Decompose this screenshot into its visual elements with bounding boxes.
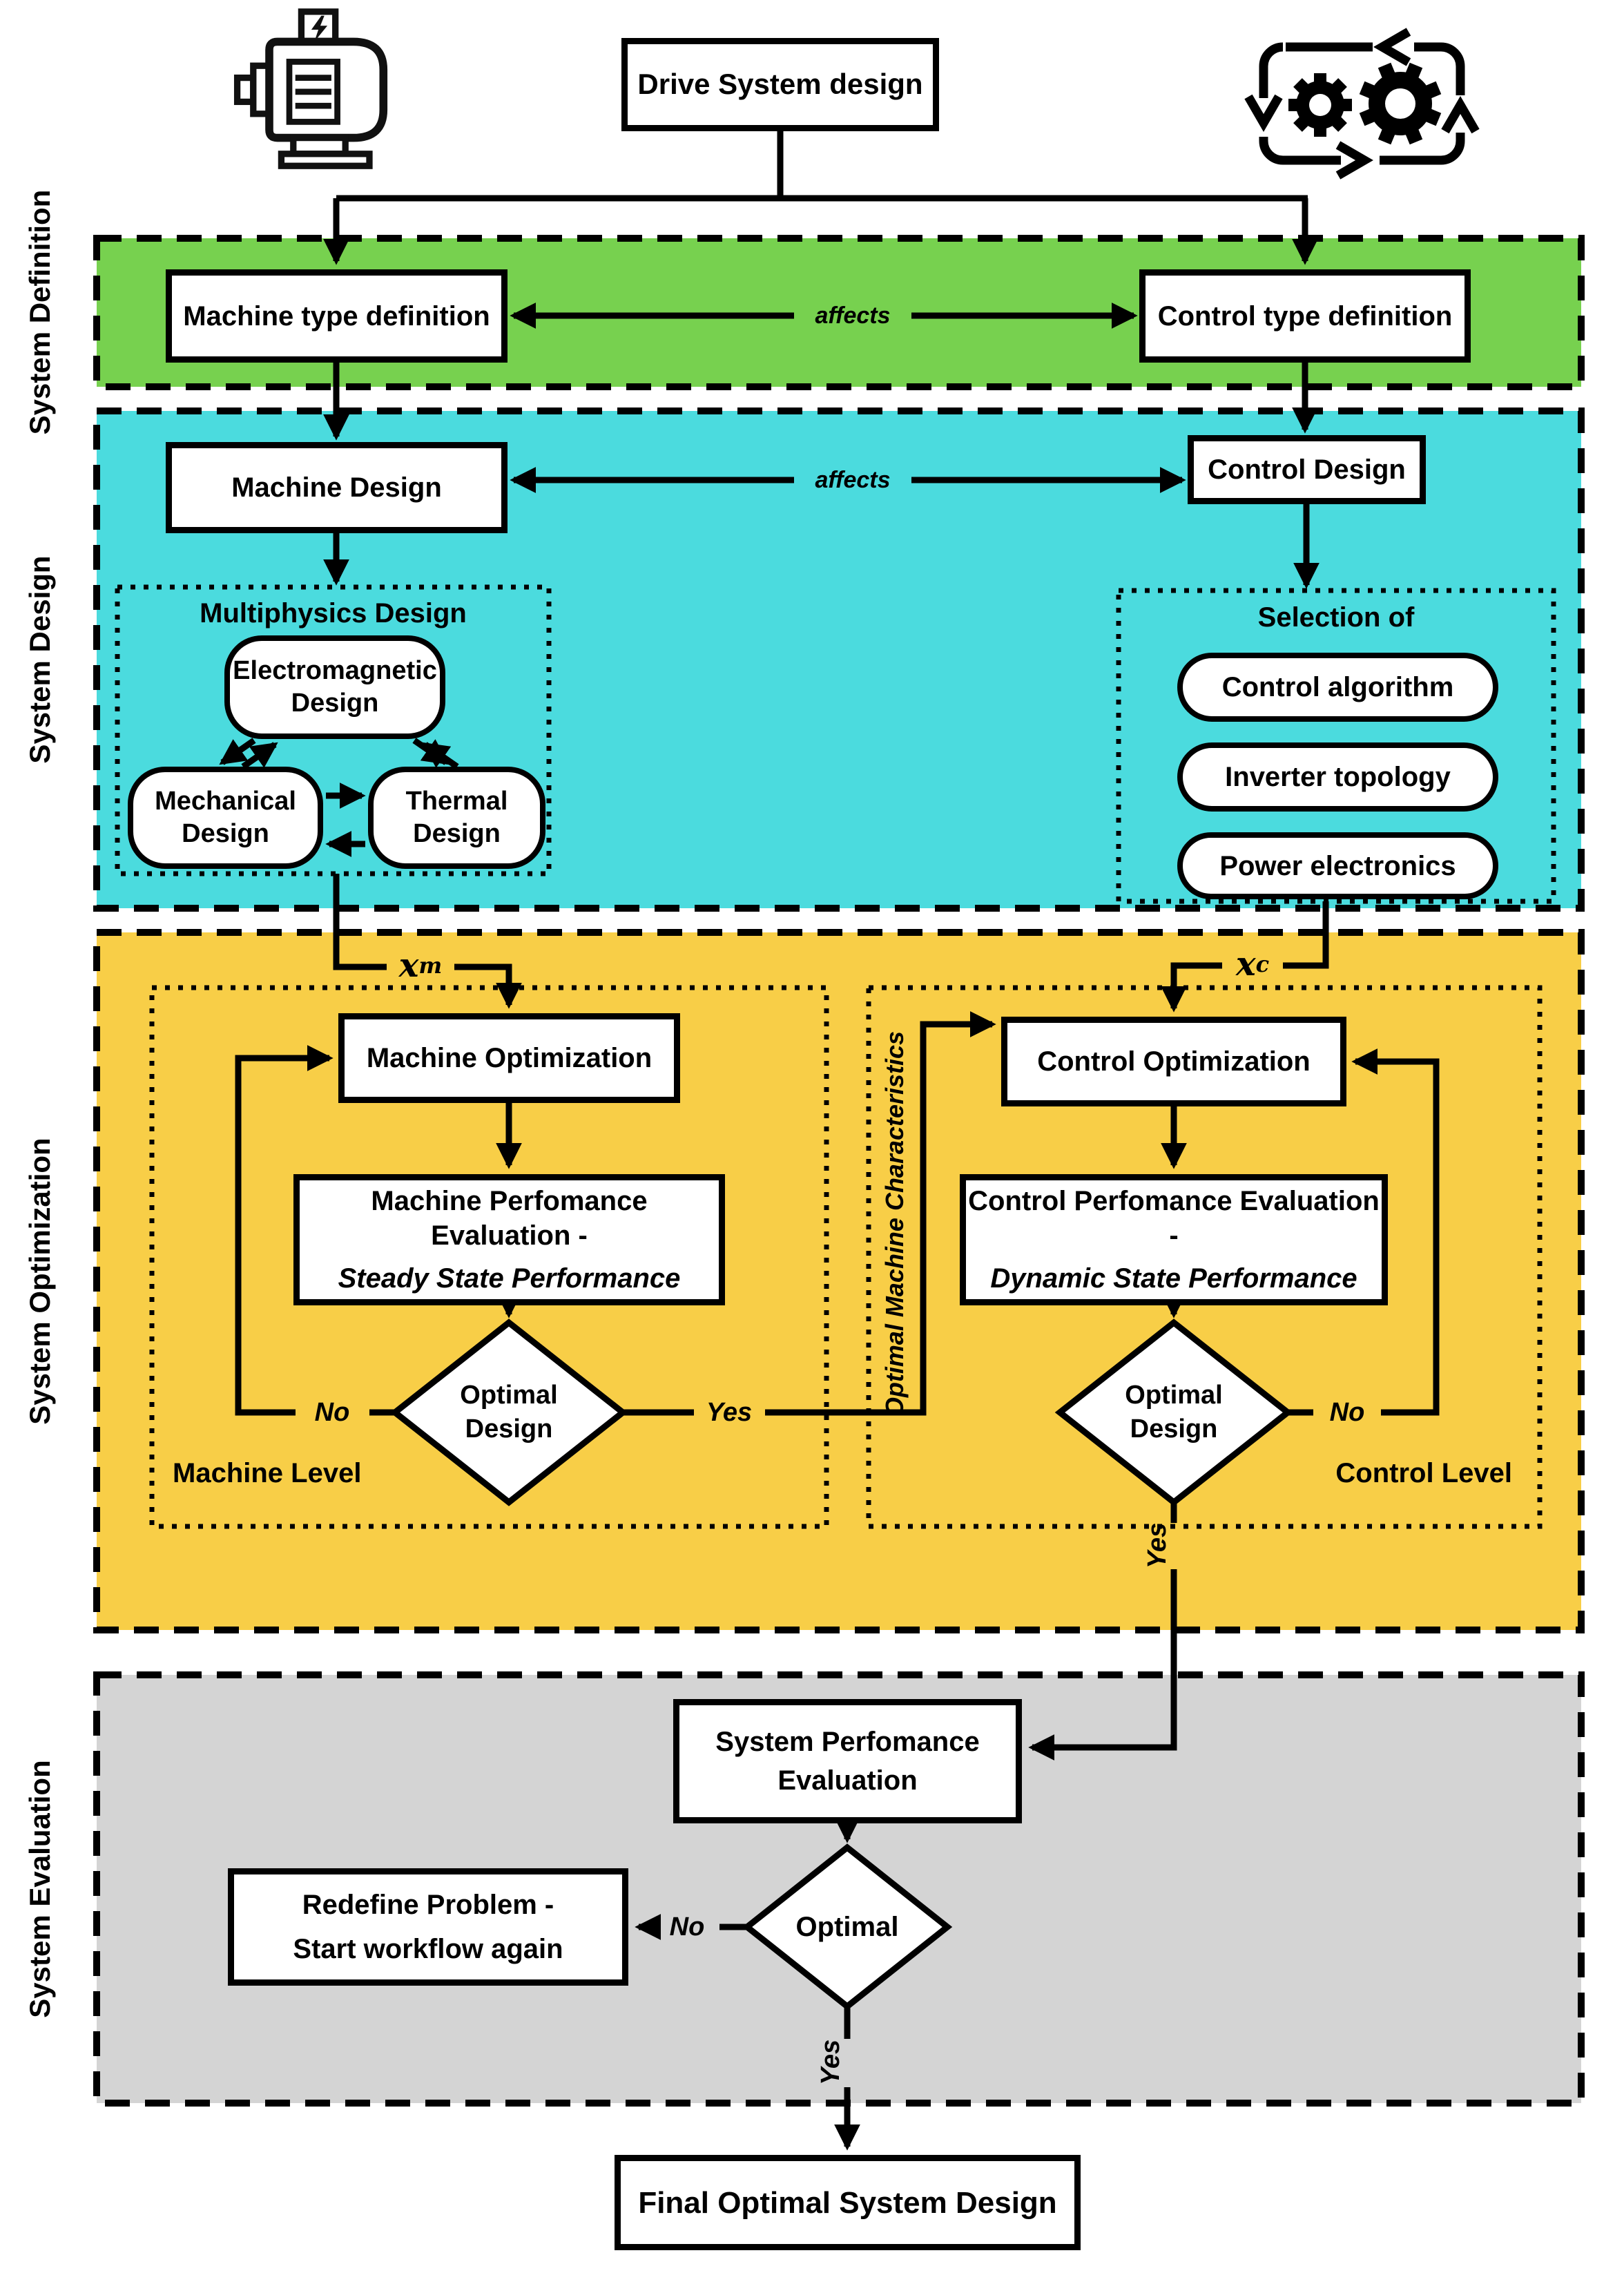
xc-base: x — [1235, 945, 1256, 984]
machine-yes-to-controlopt — [765, 1011, 996, 1416]
machine-no-loop — [235, 1045, 334, 1416]
control-yes-label: Yes — [1142, 1522, 1172, 1569]
band-label-system-design: System Design — [23, 555, 56, 764]
multiphysics-title: Multiphysics Design — [200, 597, 467, 629]
mechanical-design-node: Mechanical Design — [128, 767, 323, 869]
control-optimization-box: Control Optimization — [1001, 1017, 1346, 1106]
xm-sub: m — [418, 952, 443, 979]
flow-arrows — [219, 131, 1440, 2151]
machine-type-definition-box: Machine type definition — [166, 269, 508, 363]
drive-system-design-box: Drive System design — [621, 38, 939, 131]
electric-motor-icon — [233, 8, 388, 169]
xm-line-left — [333, 874, 387, 970]
decision-diamonds — [389, 1318, 1293, 2011]
control-optimal-design-label: Optimal Design — [1105, 1371, 1243, 1454]
system-performance-evaluation-box: System Perfomance Evaluation — [673, 1699, 1022, 1823]
thermal-line1: Thermal — [405, 786, 508, 816]
control-optimal-design-diamond — [1054, 1318, 1293, 1506]
affects-label-definition: affects — [815, 302, 891, 329]
machine-level-title: Machine Level — [173, 1457, 362, 1488]
power-electronics-pill: Power electronics — [1177, 832, 1498, 899]
electromagnetic-line1: Electromagnetic — [233, 655, 437, 685]
machine-yes-label: Yes — [706, 1397, 753, 1427]
control-no-loop — [1351, 1048, 1440, 1416]
mechanical-line1: Mechanical — [155, 786, 296, 816]
machine-eval-line2: Steady State Performance — [338, 1263, 681, 1294]
machine-optimization-box: Machine Optimization — [338, 1013, 680, 1103]
process-cycle-gears-icon — [1244, 28, 1480, 180]
control-level-title: Control Level — [1335, 1457, 1512, 1488]
system-yes-label: Yes — [815, 2039, 845, 2086]
machine-level-group-box — [149, 985, 829, 1529]
inverter-topology-pill: Inverter topology — [1177, 742, 1498, 812]
control-design-box: Control Design — [1188, 435, 1426, 504]
final-optimal-system-design-box: Final Optimal System Design — [615, 2155, 1081, 2250]
control-eval-line1: Control Perfomance Evaluation - — [968, 1186, 1380, 1251]
system-optimal-label: Optimal — [778, 1905, 916, 1949]
redefine-line2: Start workflow again — [293, 1934, 563, 1964]
arrow-thermal-to-em — [422, 742, 459, 769]
redefine-problem-box: Redefine Problem - Start workflow again — [228, 1868, 628, 1986]
electromagnetic-design-node: Electromagnetic Design — [224, 635, 445, 739]
machine-eval-line1: Machine Perfomance Evaluation - — [371, 1186, 648, 1251]
selection-title: Selection of — [1257, 602, 1415, 633]
control-decision-line1: Optimal — [1125, 1380, 1223, 1410]
control-decision-line2: Design — [1130, 1414, 1218, 1444]
machine-optimal-design-label: Optimal Design — [440, 1371, 578, 1454]
selection-group-box — [1116, 588, 1556, 904]
control-eval-line2: Dynamic State Performance — [990, 1263, 1357, 1294]
machine-decision-line2: Design — [465, 1414, 553, 1444]
machine-optimal-design-diamond — [389, 1318, 628, 1506]
band-label-system-optimization: System Optimization — [23, 1138, 56, 1425]
band-label-system-evaluation: System Evaluation — [23, 1760, 56, 2018]
xc-sub: c — [1255, 951, 1270, 977]
arrow-mechanical-to-em — [241, 742, 278, 769]
machine-no-label: No — [314, 1397, 350, 1427]
xm-base: x — [398, 946, 419, 985]
large-gear — [1359, 62, 1442, 145]
control-no-label: No — [1329, 1397, 1365, 1427]
control-type-definition-box: Control type definition — [1139, 269, 1471, 363]
system-eval-line2: Evaluation — [777, 1765, 918, 1796]
arrow-em-to-mechanical — [219, 738, 256, 765]
electromagnetic-line2: Design — [291, 689, 379, 718]
control-algorithm-pill: Control algorithm — [1177, 653, 1498, 722]
band-label-system-definition: System Definition — [23, 189, 56, 435]
system-optimal-diamond — [742, 1843, 953, 2011]
system-decision-text: Optimal — [795, 1912, 899, 1942]
machine-decision-line1: Optimal — [460, 1380, 558, 1410]
optimal-machine-characteristics-label: Optimal Machine Characteristics — [880, 1030, 909, 1417]
machine-performance-evaluation-box: Machine Perfomance Evaluation - Steady S… — [293, 1174, 725, 1305]
small-gear — [1288, 73, 1352, 137]
affects-label-design: affects — [815, 466, 891, 493]
machine-design-box: Machine Design — [166, 442, 508, 533]
redefine-line1: Redefine Problem - — [302, 1890, 554, 1920]
system-no-label: No — [669, 1912, 705, 1941]
xm-line-right — [454, 963, 522, 1009]
xc-line-right — [1283, 901, 1329, 969]
mechanical-line2: Design — [182, 819, 269, 848]
control-performance-evaluation-box: Control Perfomance Evaluation - Dynamic … — [960, 1174, 1388, 1305]
control-yes-to-systemeval — [1028, 1569, 1177, 1761]
xc-line-left — [1161, 962, 1222, 1013]
system-eval-line1: System Perfomance — [715, 1727, 980, 1757]
thermal-design-node: Thermal Design — [368, 767, 545, 869]
thermal-line2: Design — [413, 819, 501, 848]
